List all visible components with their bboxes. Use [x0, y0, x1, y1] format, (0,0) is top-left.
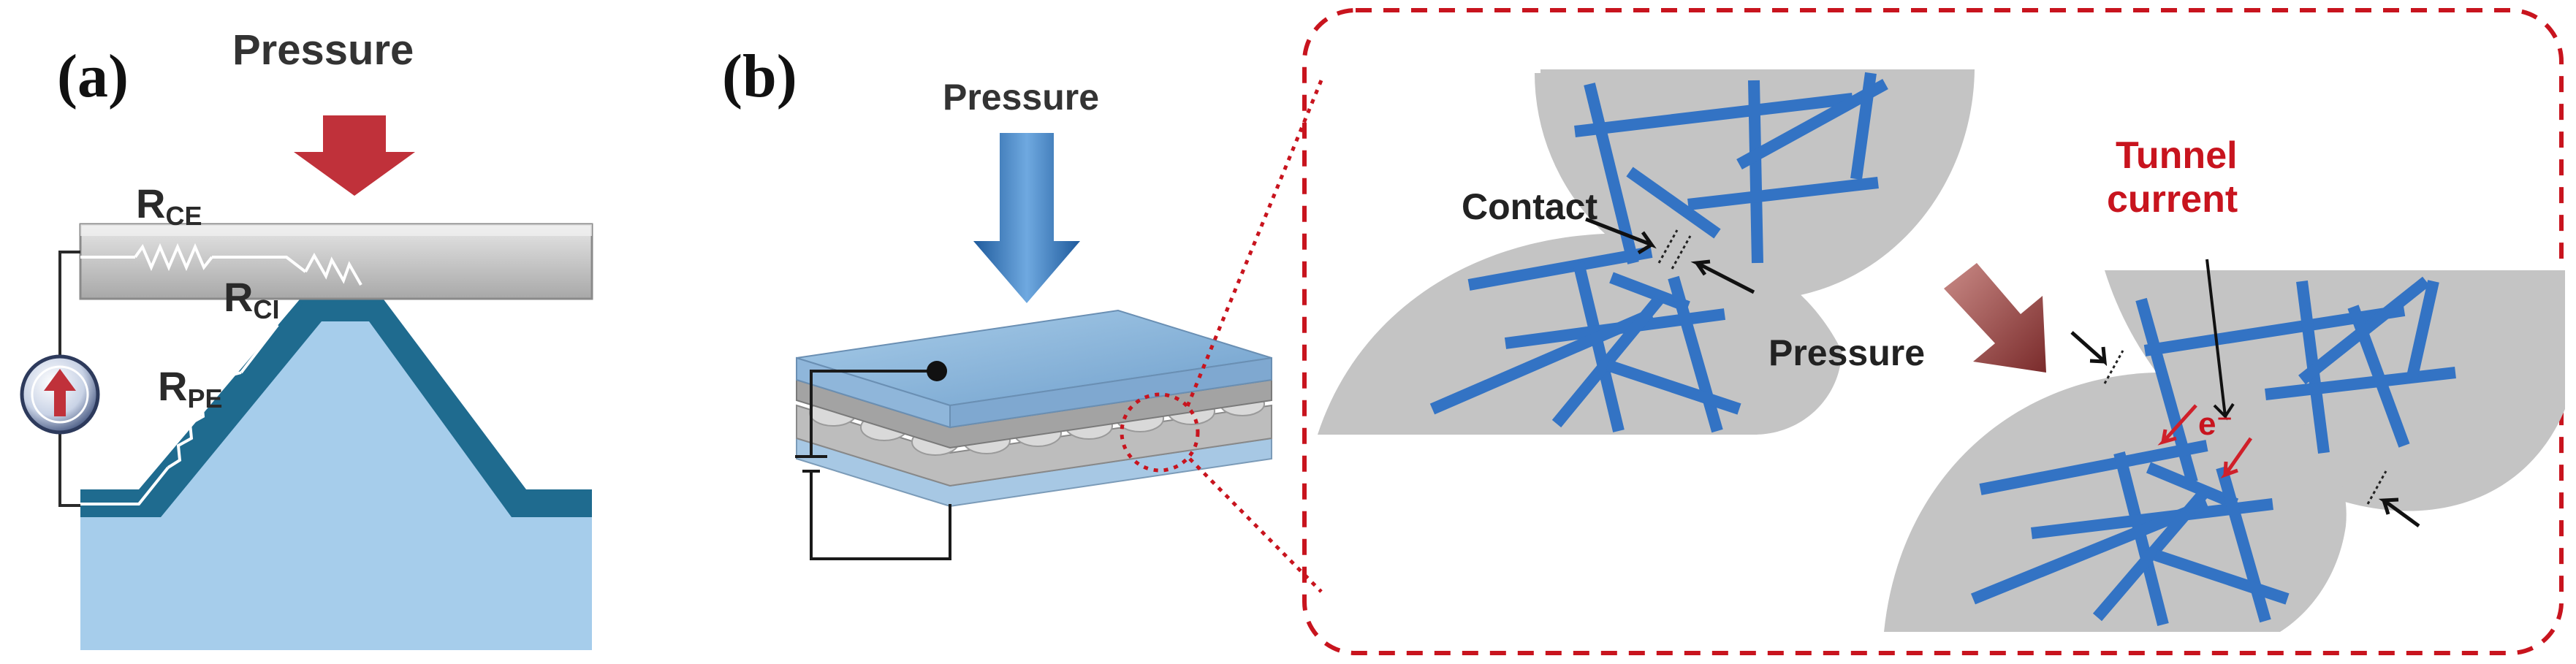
zoom-pressure-label: Pressure [1768, 332, 1925, 373]
panel-b: (b) Pressure [722, 8, 2565, 655]
resistor-pe-label: RPE [158, 363, 222, 413]
fiber-network-before [1429, 72, 1888, 433]
panel-b-label: (b) [722, 42, 797, 110]
panel-a-label: (a) [57, 42, 129, 110]
zoom-pressure-arrow-icon [1944, 263, 2046, 373]
panel-b-pressure-label: Pressure [943, 77, 1099, 118]
circuit-wire-a [58, 251, 80, 507]
fiber-network-after [1970, 276, 2456, 626]
electron-label: e⁻ [2198, 406, 2233, 442]
contact-gap-marks [1657, 229, 1692, 270]
particle-bottom-right [1884, 373, 2347, 632]
tunnel-current-arrow-icon [2205, 259, 2235, 421]
contact-before: Contact [1318, 69, 1975, 435]
contact-arrow-left-icon [1585, 217, 1657, 255]
contact-after: e⁻ Tunnel current [1884, 134, 2565, 632]
tunnel-current-label-line2: current [2107, 178, 2238, 221]
tunnel-current-label-line1: Tunnel [2116, 134, 2238, 177]
pressure-arrow-blue-icon [973, 133, 1080, 303]
contact-label: Contact [1462, 186, 1597, 227]
resistor-ce-label: RCE [136, 180, 202, 231]
resistor-ce-icon [134, 243, 213, 272]
resistor-pe-icon [167, 371, 242, 469]
electrode-contact-dot [927, 361, 947, 381]
gap-arrow-left-icon [2070, 331, 2108, 367]
pressure-arrow-red-icon [294, 115, 415, 196]
electron-arrow-lower-icon [2220, 437, 2253, 478]
circuit-wire-b [795, 370, 951, 560]
sensor-stack [796, 309, 1272, 508]
tunnel-gap-marks [2103, 350, 2387, 505]
resistor-ci-icon [304, 252, 362, 286]
pyramid-structure [80, 296, 592, 650]
current-source-icon [20, 354, 100, 435]
top-electrode [79, 223, 593, 300]
zoom-leader-top [1185, 80, 1323, 407]
zoom-callout-circle [1120, 392, 1200, 473]
contact-arrow-right-icon [1690, 259, 1755, 294]
gap-arrow-right-icon [2378, 497, 2420, 528]
inner-wire-path [80, 256, 307, 505]
panel-a: (a) Pressure [20, 26, 593, 650]
panel-a-pressure-label: Pressure [232, 26, 414, 74]
electron-arrow-upper-icon [2157, 404, 2197, 446]
zoom-leader-bottom [1188, 457, 1323, 593]
resistor-ci-label: RCI [224, 274, 279, 324]
